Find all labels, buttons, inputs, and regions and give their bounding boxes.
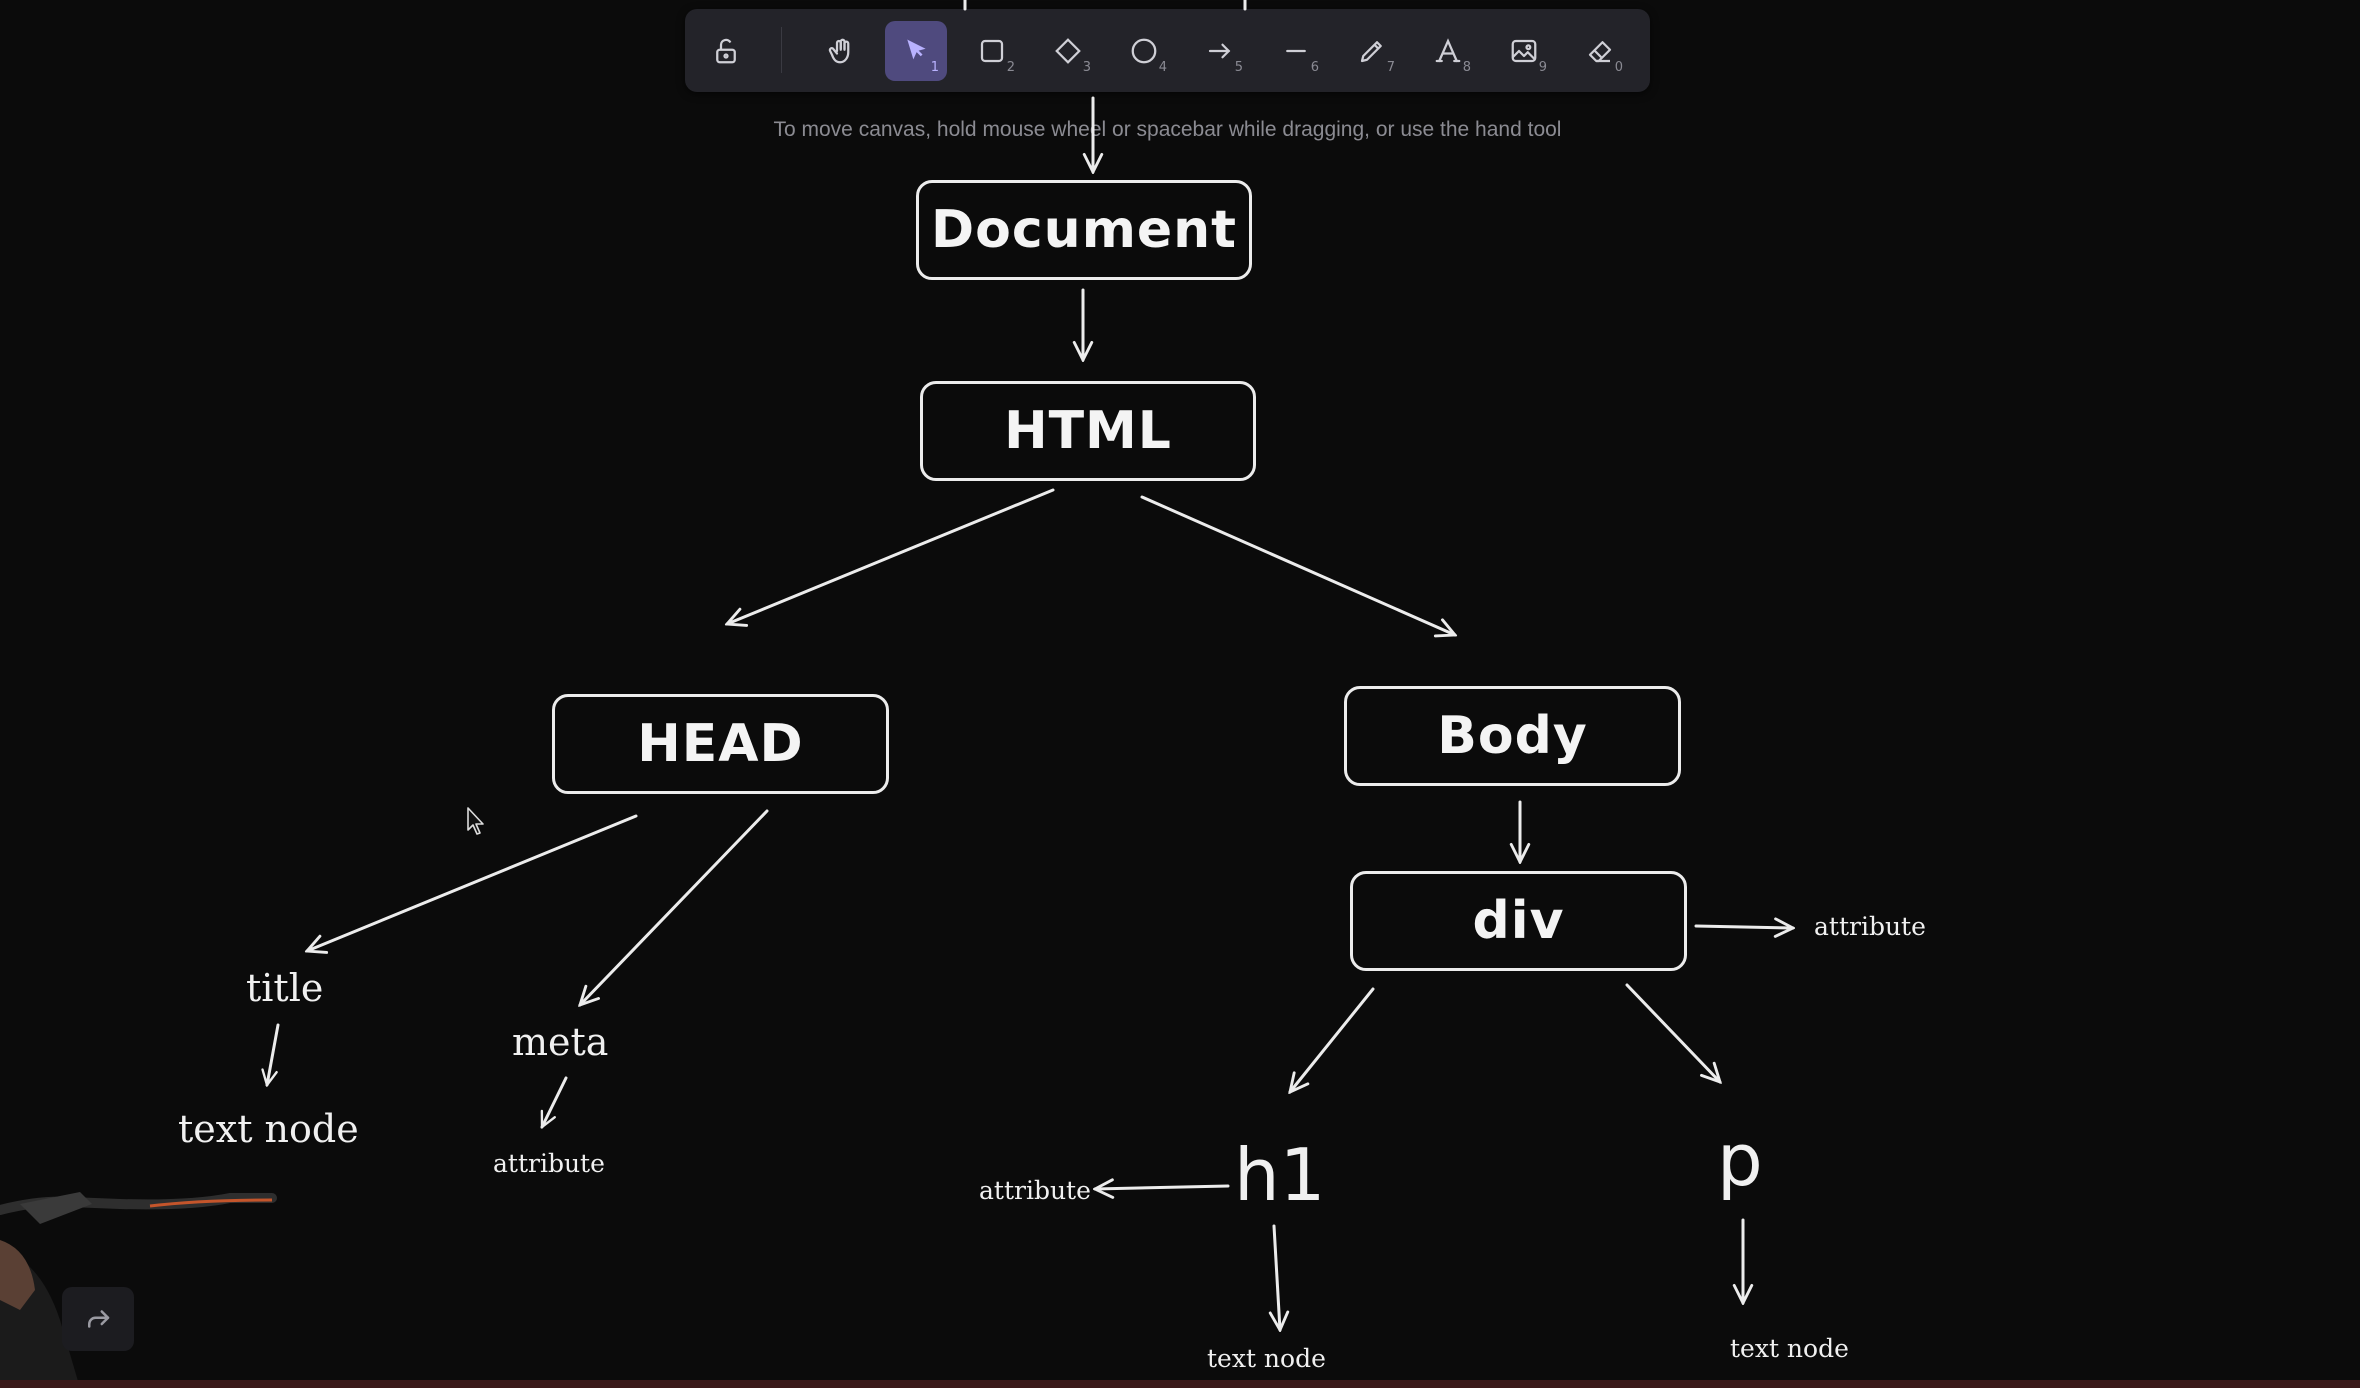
div-attribute-label[interactable]: attribute — [1814, 912, 1926, 941]
eraser-icon[interactable]: 0 — [1569, 21, 1631, 81]
arrow-h1-attribute — [1095, 1186, 1230, 1189]
title-label[interactable]: title — [246, 966, 324, 1010]
arrow-head-title — [307, 814, 638, 951]
shortcut-key: 1 — [930, 60, 939, 75]
arrow-meta-attribute — [540, 1076, 568, 1127]
toolbar: 1 2 3 4 5 6 7 8 — [685, 9, 1650, 92]
h1-label[interactable]: h1 — [1234, 1133, 1326, 1217]
text-icon[interactable]: 8 — [1417, 21, 1479, 81]
arrow-html-head — [727, 488, 1055, 624]
shortcut-key: 4 — [1158, 60, 1167, 75]
image-icon[interactable]: 9 — [1493, 21, 1555, 81]
bottom-edge — [0, 1380, 2360, 1388]
h1-text-node-label[interactable]: text node — [1207, 1344, 1326, 1373]
shortcut-key: 2 — [1006, 60, 1015, 75]
pencil-icon[interactable]: 7 — [1341, 21, 1403, 81]
lock-icon[interactable] — [695, 21, 757, 81]
toolbar-divider — [781, 27, 782, 73]
body-label: Body — [1437, 706, 1588, 766]
shortcut-key: 0 — [1614, 60, 1623, 75]
redo-button[interactable] — [62, 1287, 134, 1351]
h1-attribute-label[interactable]: attribute — [979, 1176, 1091, 1205]
arrow-icon[interactable]: 5 — [1189, 21, 1251, 81]
shortcut-key: 8 — [1462, 60, 1471, 75]
shortcut-key: 5 — [1234, 60, 1243, 75]
document-label: Document — [930, 200, 1238, 260]
div-label: div — [1472, 891, 1565, 951]
title-text-node-label[interactable]: text node — [178, 1107, 359, 1151]
canvas-hint: To move canvas, hold mouse wheel or spac… — [773, 118, 1562, 141]
p-label[interactable]: p — [1717, 1118, 1763, 1202]
hand-icon[interactable] — [811, 21, 873, 81]
webcam-overlay — [0, 1192, 277, 1388]
html-node[interactable]: HTML — [920, 381, 1256, 481]
arrow-div-h1 — [1290, 987, 1375, 1092]
ellipse-icon[interactable]: 4 — [1113, 21, 1175, 81]
redo-icon — [88, 1310, 110, 1328]
arrow-html-body — [1140, 495, 1455, 635]
document-node[interactable]: Document — [916, 180, 1252, 280]
diamond-icon[interactable]: 3 — [1037, 21, 1099, 81]
head-label: HEAD — [637, 714, 804, 774]
meta-attribute-label[interactable]: attribute — [493, 1149, 605, 1178]
arrow-div-p — [1625, 983, 1720, 1082]
selection-icon[interactable]: 1 — [885, 21, 947, 81]
rectangle-icon[interactable]: 2 — [961, 21, 1023, 81]
html-label: HTML — [1004, 401, 1172, 461]
shortcut-key: 6 — [1310, 60, 1319, 75]
arrow-head-meta — [580, 809, 769, 1005]
shortcut-key: 9 — [1538, 60, 1547, 75]
mouse-cursor-icon — [467, 807, 484, 835]
arrow-div-attribute — [1694, 926, 1793, 928]
shortcut-key: 7 — [1386, 60, 1395, 75]
meta-label[interactable]: meta — [512, 1020, 609, 1064]
line-icon[interactable]: 6 — [1265, 21, 1327, 81]
div-node[interactable]: div — [1350, 871, 1687, 971]
shortcut-key: 3 — [1082, 60, 1091, 75]
head-node[interactable]: HEAD — [552, 694, 889, 794]
body-node[interactable]: Body — [1344, 686, 1681, 786]
arrow-title-textnode — [267, 1023, 280, 1085]
p-text-node-label[interactable]: text node — [1730, 1334, 1849, 1363]
arrow-h1-textnode — [1274, 1224, 1280, 1330]
